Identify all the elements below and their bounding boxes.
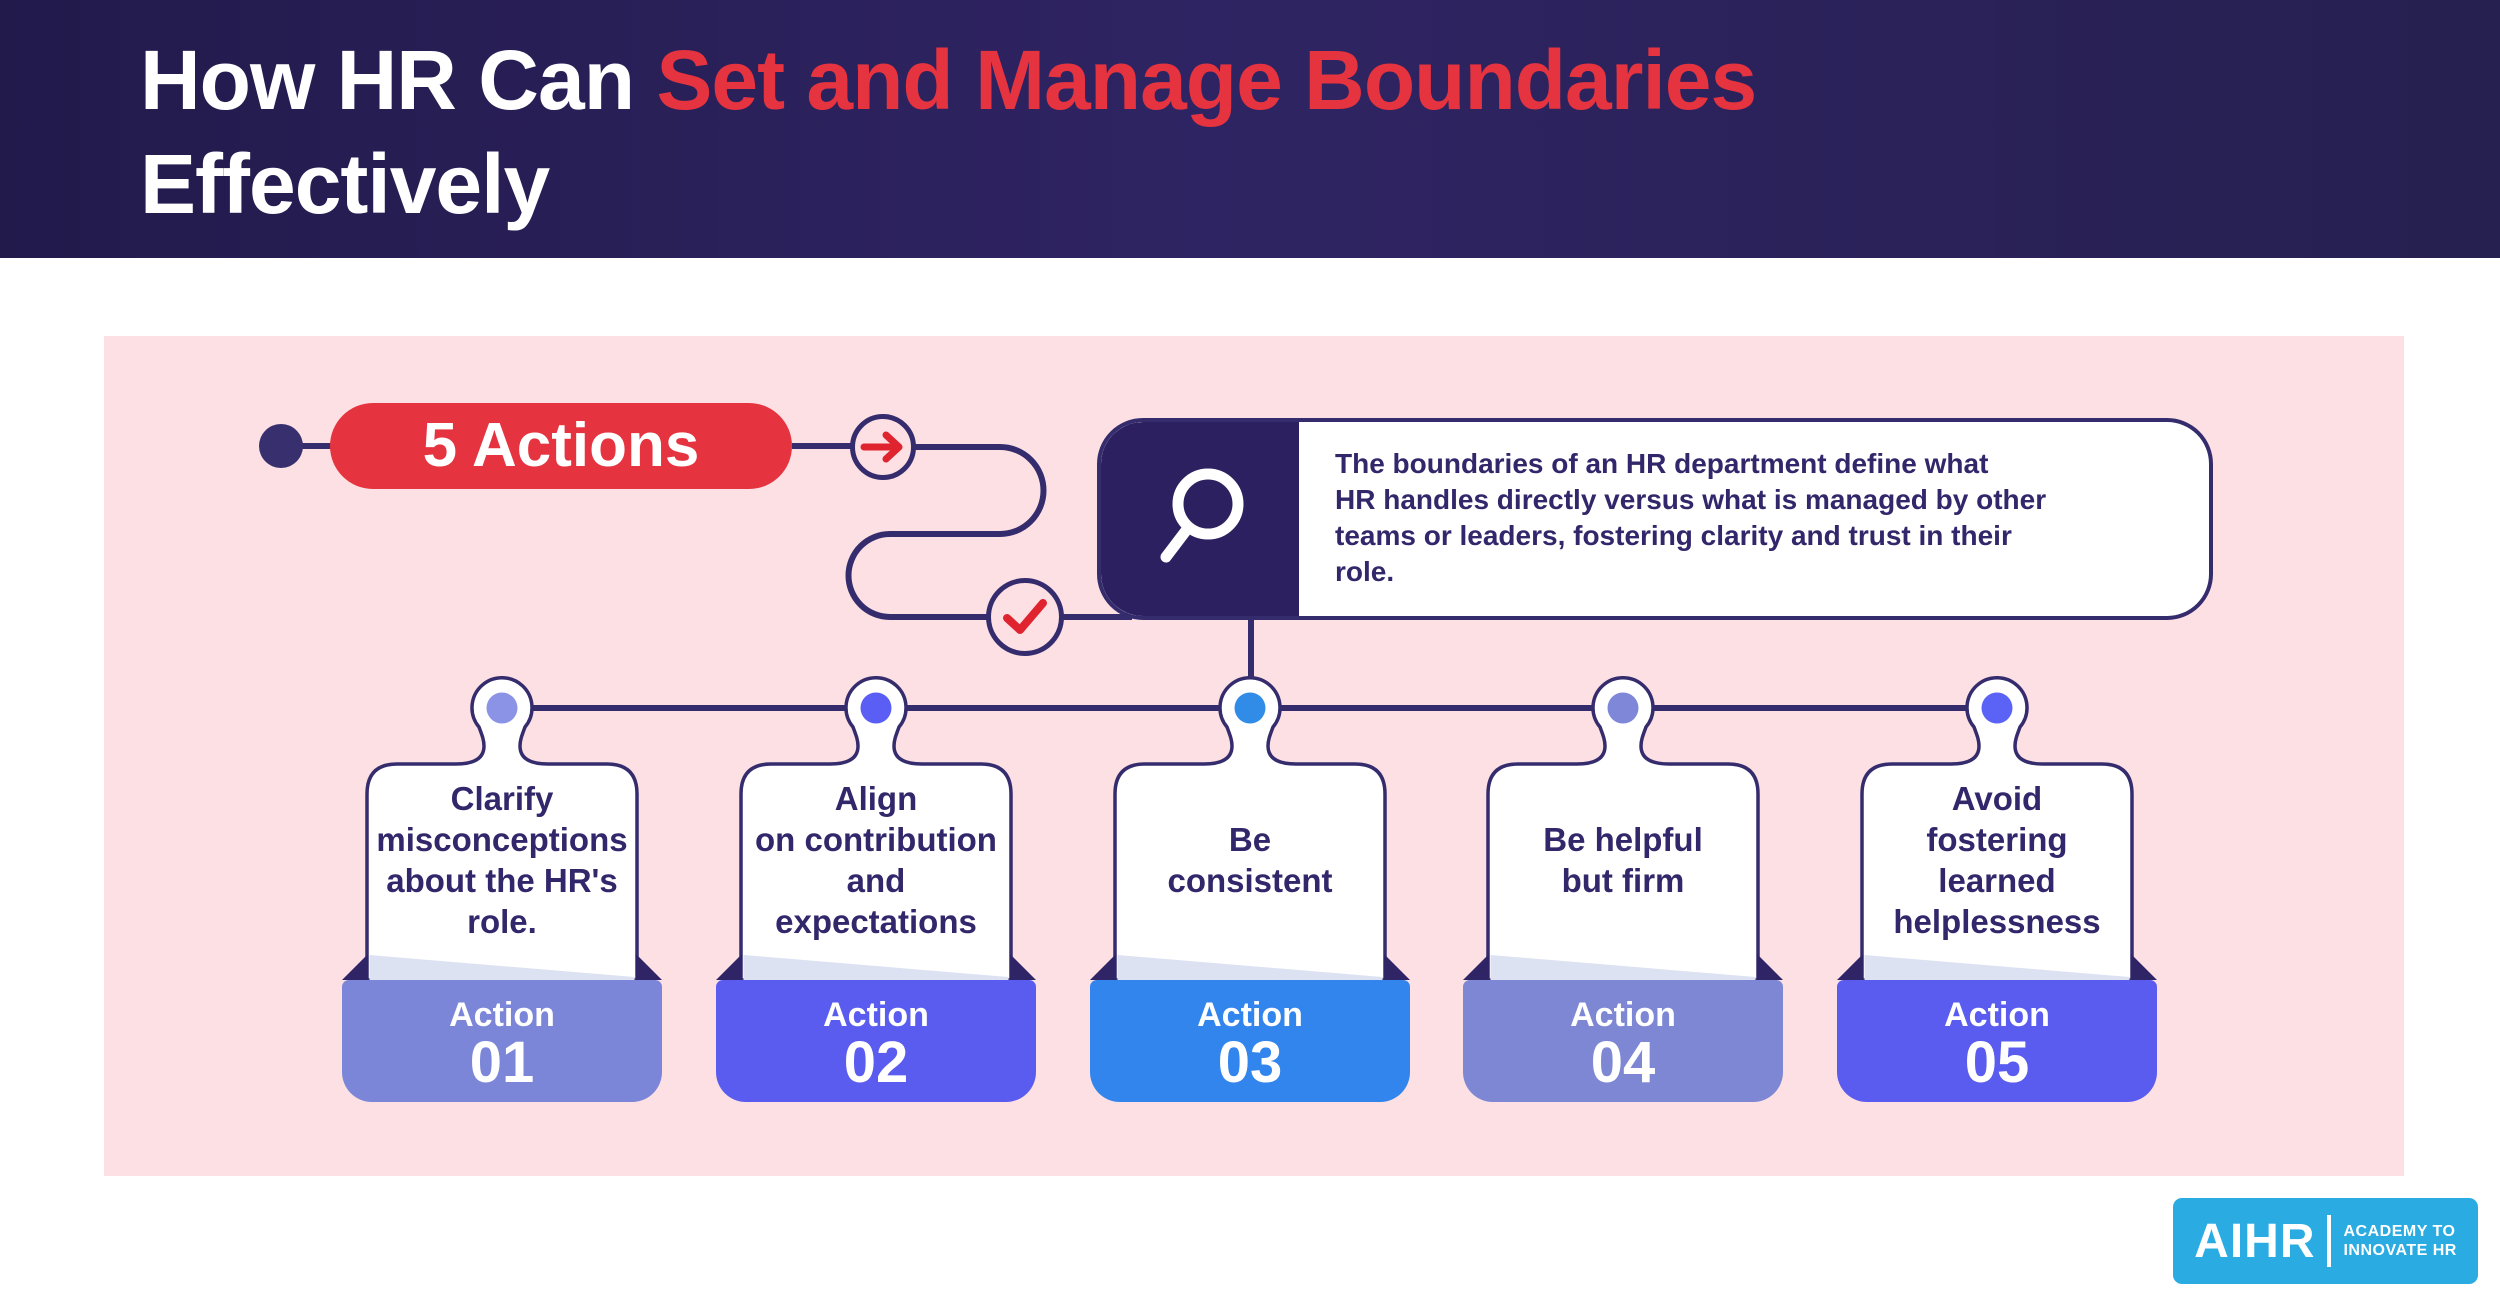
action-number: 04	[1590, 1030, 1656, 1095]
logo-tagline: ACADEMY TO INNOVATE HR	[2343, 1223, 2457, 1259]
action-label: Action	[1570, 996, 1676, 1034]
page-curl	[1490, 955, 1756, 980]
action-card: Be helpful but firm Action 04	[1463, 676, 1783, 1102]
action-number: 03	[1217, 1030, 1283, 1095]
definition-text: The boundaries of an HR department defin…	[1335, 448, 2047, 587]
page-curl	[1864, 955, 2130, 980]
magnifier-glyph	[1160, 468, 1244, 563]
action-number: 01	[469, 1030, 535, 1095]
header-banner: How HR Can Set and Manage Boundaries Eff…	[0, 0, 2500, 258]
aihr-logo: AIHR ACADEMY TO INNOVATE HR	[2173, 1198, 2478, 1284]
action-label: Action	[1944, 996, 2050, 1034]
node-dot-icon	[1607, 692, 1639, 724]
node-dot-icon	[486, 692, 518, 724]
card-shape	[1860, 676, 2134, 980]
logo-wordmark: AIHR	[2194, 1214, 2316, 1268]
arrow-right-glyph	[860, 431, 903, 463]
action-band: Action 01	[342, 954, 662, 1102]
card-text: Align on contribution and expectations	[755, 780, 997, 940]
page-curl	[1117, 955, 1383, 980]
checkmark-glyph	[1003, 599, 1047, 634]
node-dot-icon	[1981, 692, 2013, 724]
action-number: 05	[1964, 1030, 2030, 1095]
magnifier-icon	[1101, 422, 1299, 616]
title-line1: How HR Can Set and Manage Boundaries	[140, 28, 1757, 132]
action-band: Action 04	[1463, 954, 1783, 1102]
card-text: Clarify misconceptions about the HR's ro…	[376, 780, 628, 940]
action-label: Action	[823, 996, 929, 1034]
action-label: Action	[1197, 996, 1303, 1034]
card-text: Be helpful but firm	[1543, 821, 1703, 899]
node-dot-icon	[860, 692, 892, 724]
arrow-right-icon	[850, 414, 916, 480]
card-shape	[739, 676, 1013, 980]
page-title: How HR Can Set and Manage Boundaries Eff…	[140, 28, 1757, 236]
action-number: 02	[843, 1030, 909, 1095]
card-shape	[1486, 676, 1760, 980]
action-card: Align on contribution and expectations A…	[716, 676, 1036, 1102]
card-text: Avoid fostering learned helplessness	[1893, 780, 2101, 940]
action-band: Action 02	[716, 954, 1036, 1102]
page-curl	[743, 955, 1009, 980]
logo-divider	[2327, 1215, 2332, 1267]
node-dot-icon	[1234, 692, 1266, 724]
action-card: Clarify misconceptions about the HR's ro…	[342, 676, 662, 1102]
page-curl	[369, 955, 635, 980]
title-highlight: Set and Manage Boundaries	[656, 33, 1757, 127]
action-card: Be consistent Action 03	[1090, 676, 1410, 1102]
checkmark-icon	[986, 578, 1064, 656]
timeline-start-dot	[259, 424, 303, 468]
action-card: Avoid fostering learned helplessness Act…	[1837, 676, 2157, 1102]
definition-card: The boundaries of an HR department defin…	[1097, 418, 2213, 620]
actions-count-badge: 5 Actions	[330, 403, 792, 489]
title-line2: Effectively	[140, 137, 550, 231]
title-part1: How HR Can	[140, 33, 657, 127]
card-text: Be consistent	[1167, 821, 1333, 899]
action-label: Action	[449, 996, 555, 1034]
action-band: Action 03	[1090, 954, 1410, 1102]
action-band: Action 05	[1837, 954, 2157, 1102]
